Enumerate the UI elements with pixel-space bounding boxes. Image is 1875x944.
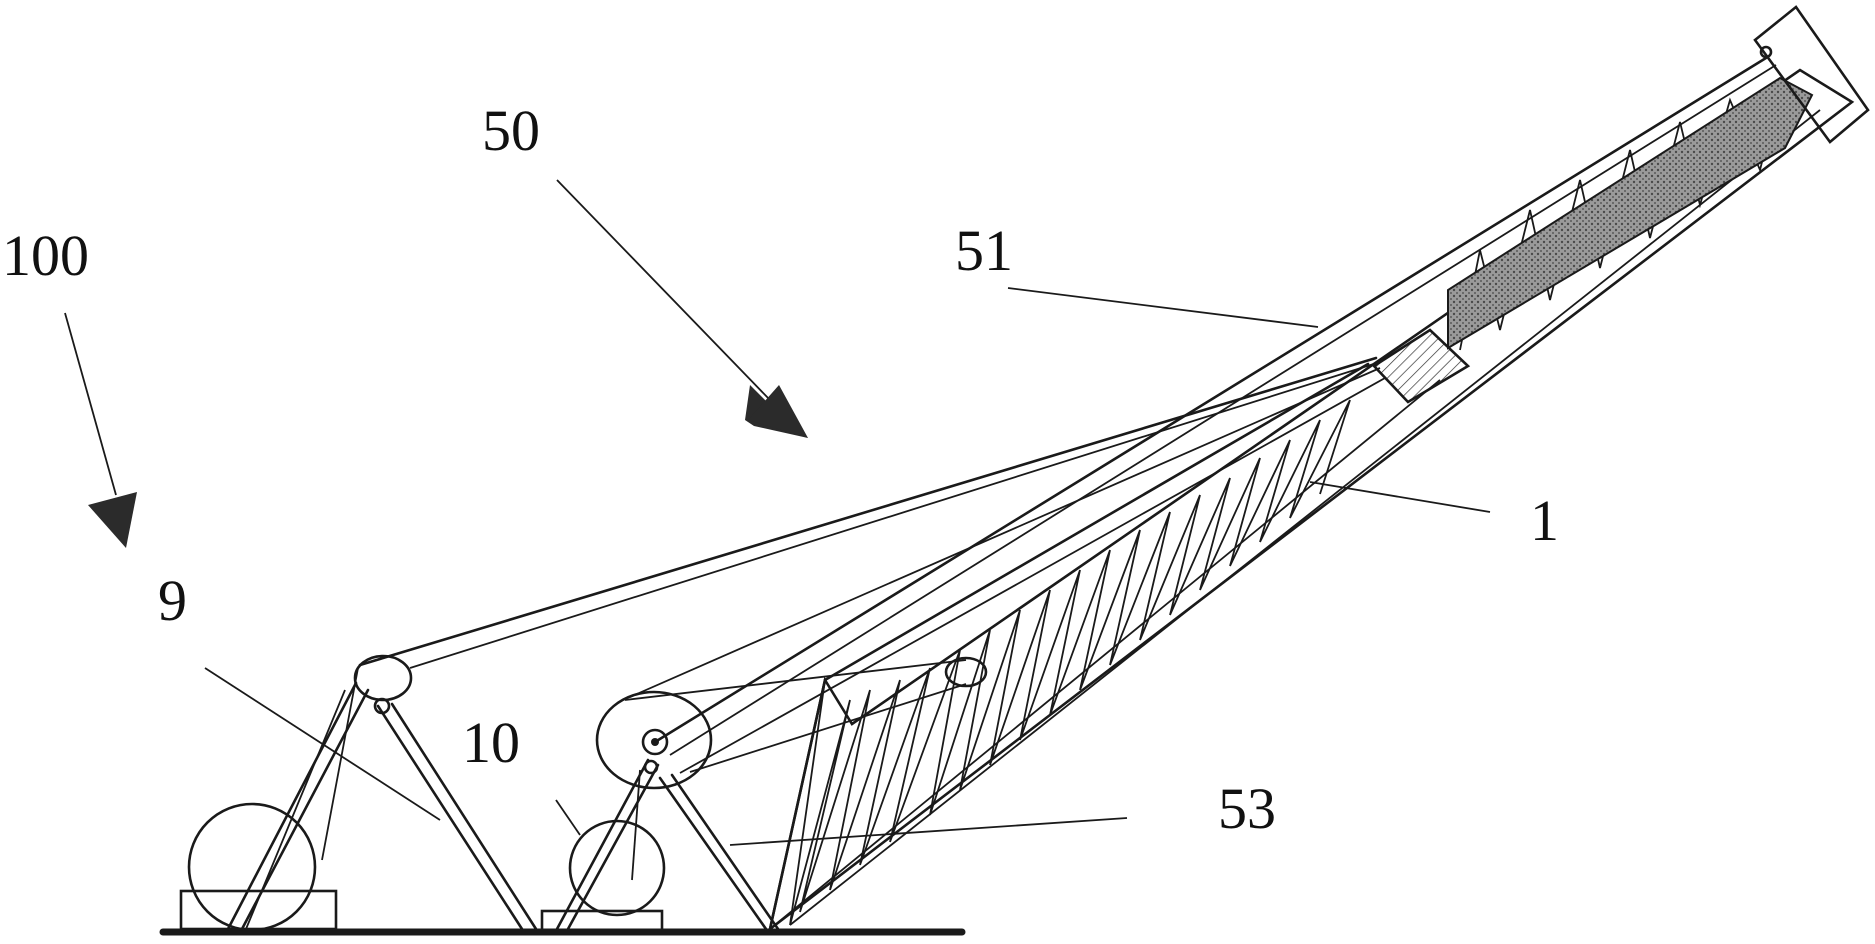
mast-top-sheave [355, 656, 411, 700]
label-1: 1 [1530, 488, 1559, 553]
label-10: 10 [462, 710, 520, 775]
mast-frame [228, 656, 536, 929]
boom-foot-frame [557, 692, 778, 929]
arrow-100 [88, 492, 137, 548]
telescopic-section [1448, 78, 1812, 348]
leader-53 [730, 818, 1127, 845]
label-100: 100 [2, 223, 89, 288]
lattice-boom [770, 70, 1852, 929]
label-9: 9 [158, 568, 187, 633]
label-50: 50 [482, 98, 540, 163]
leader-50 [557, 180, 770, 400]
leader-100 [65, 313, 116, 495]
label-53: 53 [1218, 776, 1276, 841]
label-51: 51 [955, 218, 1013, 283]
leader-10 [556, 800, 580, 835]
leader-51 [1008, 288, 1318, 327]
